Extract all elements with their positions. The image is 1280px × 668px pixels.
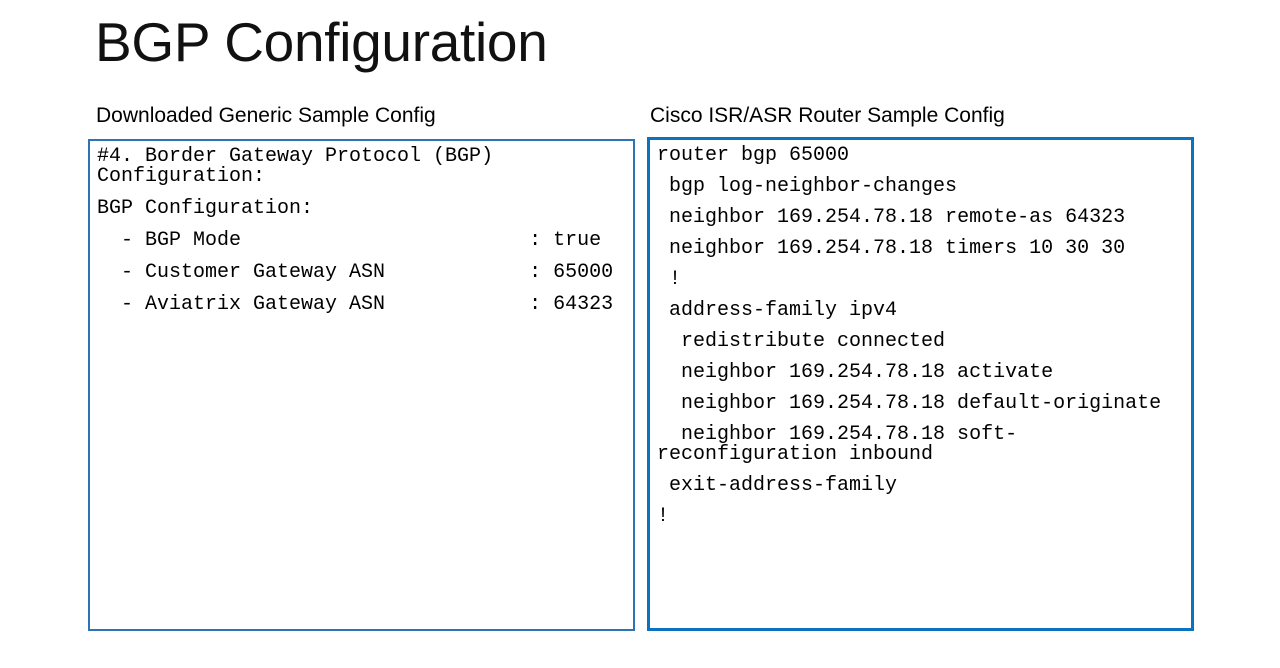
code-line: - BGP Mode : true xyxy=(97,228,602,252)
code-line: neighbor 169.254.78.18 activate xyxy=(657,361,1054,384)
code-line: - Aviatrix Gateway ASN : 64323 xyxy=(97,292,614,316)
code-line: neighbor 169.254.78.18 soft-reconfigurat… xyxy=(657,423,1018,466)
right-column-header: Cisco ISR/ASR Router Sample Config xyxy=(650,104,1005,127)
code-line: - Customer Gateway ASN : 65000 xyxy=(97,260,614,284)
code-line: #4. Border Gateway Protocol (BGP) Config… xyxy=(97,145,506,188)
page-title: BGP Configuration xyxy=(95,11,548,73)
code-line: router bgp 65000 xyxy=(657,144,850,167)
right-code-lines: router bgp 65000 bgp log-neighbor-change… xyxy=(650,140,1191,544)
code-line: redistribute connected xyxy=(657,330,946,353)
left-column-header: Downloaded Generic Sample Config xyxy=(96,104,436,127)
left-code-block: #4. Border Gateway Protocol (BGP) Config… xyxy=(88,139,635,631)
code-line: neighbor 169.254.78.18 default-originate xyxy=(657,392,1162,415)
code-line: address-family ipv4 xyxy=(657,299,898,322)
code-line: ! xyxy=(657,268,682,291)
code-line: neighbor 169.254.78.18 remote-as 64323 xyxy=(657,206,1126,229)
code-line: ! xyxy=(657,504,670,528)
code-line: neighbor 169.254.78.18 timers 10 30 30 xyxy=(657,237,1126,260)
left-code-lines: #4. Border Gateway Protocol (BGP) Config… xyxy=(90,141,633,320)
code-line: exit-address-family xyxy=(657,473,898,497)
code-line: bgp log-neighbor-changes xyxy=(657,175,958,198)
right-code-block: router bgp 65000 bgp log-neighbor-change… xyxy=(647,137,1194,631)
code-line: BGP Configuration: xyxy=(97,196,314,220)
